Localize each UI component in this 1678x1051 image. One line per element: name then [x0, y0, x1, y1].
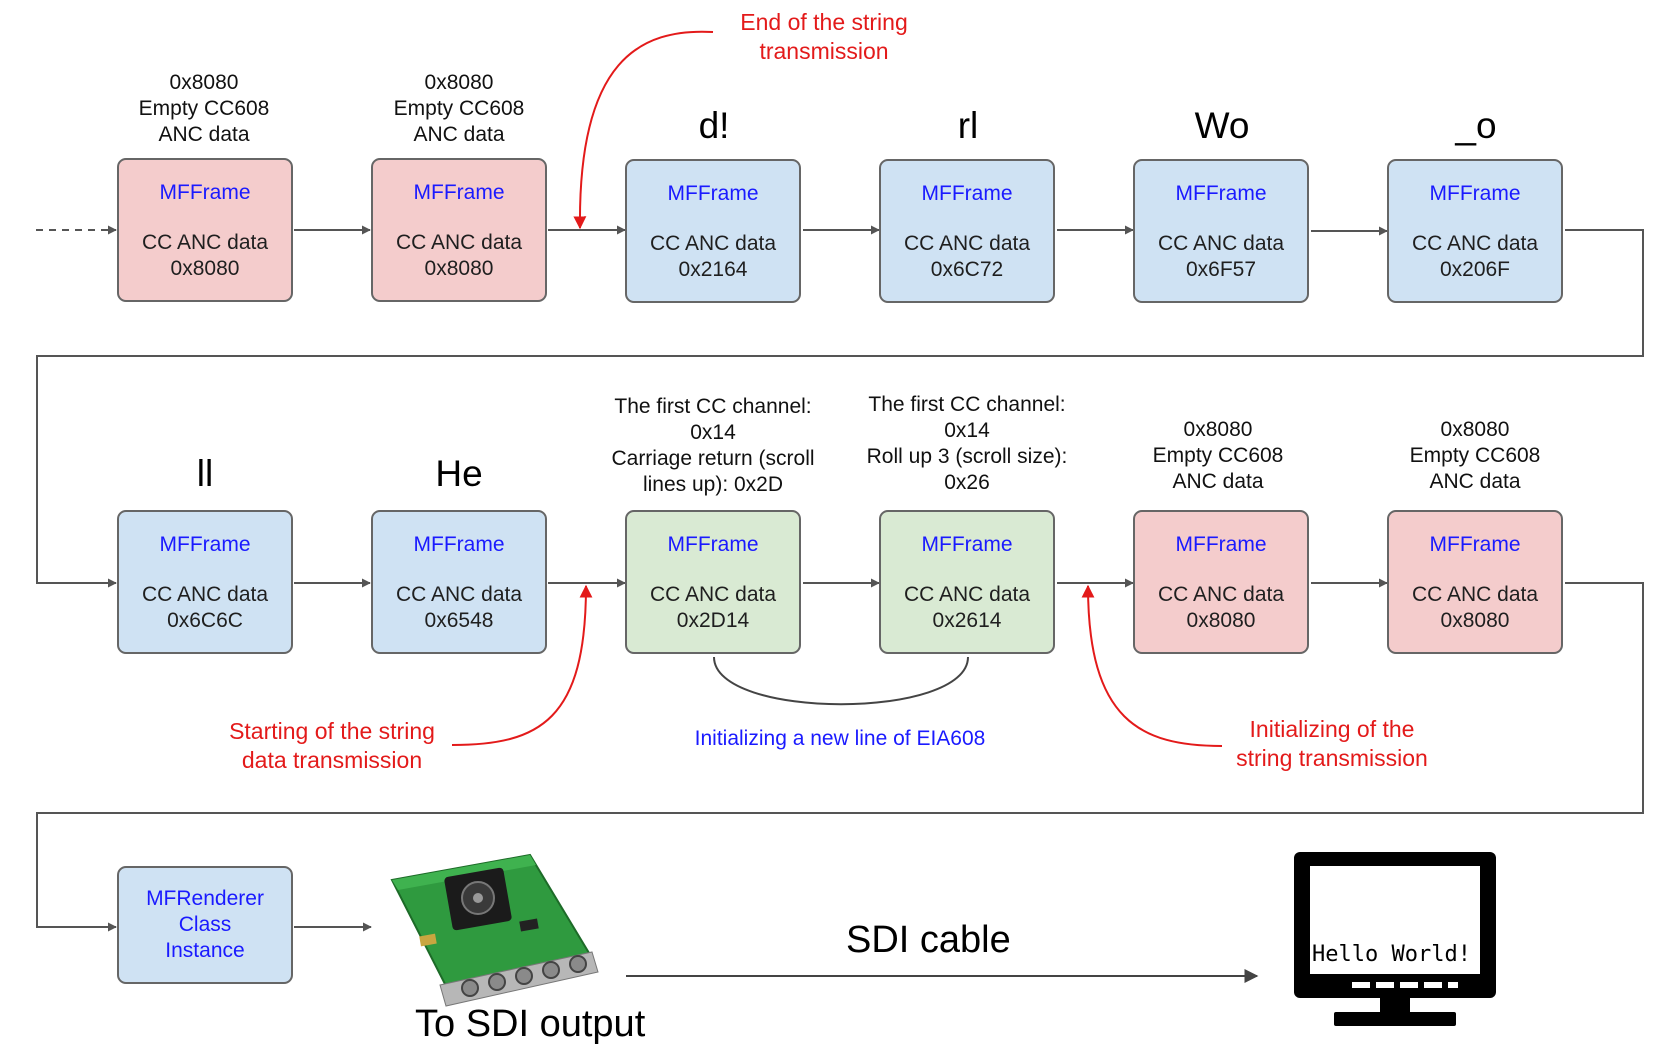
frame-line1: CC ANC data: [1157, 232, 1285, 255]
frame-title: MFFrame: [413, 533, 505, 556]
monitor-icon: [1294, 852, 1496, 1026]
note-init-transmission: Initializing of the string transmission: [1236, 716, 1428, 771]
note-new-line: Initializing a new line of EIA608: [694, 727, 986, 750]
frame-line1: CC ANC data: [903, 583, 1031, 606]
frame-line1: CC ANC data: [649, 232, 777, 255]
init-transmission-pointer: [1081, 584, 1223, 747]
sdi-card-icon: [390, 853, 599, 1007]
frame-value: 0x8080: [1186, 609, 1256, 632]
frame-value: 0x8080: [424, 257, 494, 280]
row1-caption-2: 0x8080 Empty CC608 ANC data: [393, 71, 525, 146]
frame-title: MFFrame: [159, 533, 251, 556]
row1-caption-1: 0x8080 Empty CC608 ANC data: [138, 71, 270, 146]
frame-box[interactable]: MFFrame CC ANC data 0x8080: [117, 158, 293, 302]
frame-title: MFFrame: [159, 181, 251, 204]
frame-line1: CC ANC data: [395, 231, 523, 254]
frame-line1: CC ANC data: [903, 232, 1031, 255]
frame-value: 0x2164: [678, 258, 748, 281]
row1-char-rl: rl: [957, 105, 979, 146]
monitor-screen-text: Hello World!: [1312, 942, 1471, 967]
frame-box[interactable]: MFFrame CC ANC data 0x206F: [1387, 159, 1563, 303]
frame-value: 0x6F57: [1185, 258, 1257, 281]
frame-title: MFFrame: [1429, 182, 1521, 205]
frame-value: 0x2614: [932, 609, 1002, 632]
row2-char-ll: ll: [196, 453, 214, 494]
frame-line1: CC ANC data: [1411, 232, 1539, 255]
frame-title: MFFrame: [1429, 533, 1521, 556]
renderer-line-1: MFRenderer: [146, 887, 264, 910]
frame-box[interactable]: MFFrame CC ANC data 0x2164: [625, 159, 801, 303]
note-start-transmission: Starting of the string data transmission: [229, 718, 435, 773]
row2-char-he: He: [435, 453, 483, 494]
frame-value: 0x6C72: [930, 258, 1004, 281]
end-transmission-pointer: [573, 30, 714, 230]
row1-char-d: d!: [698, 105, 730, 146]
frame-box[interactable]: MFFrame CC ANC data 0x6548: [371, 510, 547, 654]
frame-box[interactable]: MFFrame CC ANC data 0x8080: [1133, 510, 1309, 654]
frame-title: MFFrame: [1175, 182, 1267, 205]
row2-caption-empty-2: 0x8080 Empty CC608 ANC data: [1409, 418, 1541, 493]
frame-title: MFFrame: [1175, 533, 1267, 556]
frame-value: 0x8080: [170, 257, 240, 280]
sdi-cable-label: SDI cable: [846, 919, 1011, 961]
frame-box[interactable]: MFFrame CC ANC data 0x6C72: [879, 159, 1055, 303]
frame-box[interactable]: MFFrame CC ANC data 0x2614: [879, 510, 1055, 654]
frame-title: MFFrame: [667, 533, 759, 556]
frame-line1: CC ANC data: [141, 583, 269, 606]
frame-box[interactable]: MFFrame CC ANC data 0x8080: [371, 158, 547, 302]
frame-line1: CC ANC data: [1157, 583, 1285, 606]
frame-line1: CC ANC data: [395, 583, 523, 606]
row2-caption-carriage-return: The first CC channel: 0x14 Carriage retu…: [611, 395, 815, 496]
frame-value: 0x6548: [424, 609, 494, 632]
frame-title: MFFrame: [667, 182, 759, 205]
new-line-group-arc: [713, 656, 969, 706]
wrap-row1-row2: [36, 229, 1644, 588]
renderer-line-2: Class: [178, 913, 232, 936]
frame-value: 0x6C6C: [167, 609, 243, 632]
frame-value: 0x8080: [1440, 609, 1510, 632]
frame-line1: CC ANC data: [649, 583, 777, 606]
frame-box[interactable]: MFFrame CC ANC data 0x6C6C: [117, 510, 293, 654]
frame-value: 0x2D14: [676, 609, 750, 632]
row2-caption-empty-1: 0x8080 Empty CC608 ANC data: [1152, 418, 1284, 493]
sdi-output-label: To SDI output: [415, 1003, 646, 1045]
start-transmission-pointer: [451, 584, 593, 746]
frame-line1: CC ANC data: [1411, 583, 1539, 606]
frame-title: MFFrame: [413, 181, 505, 204]
frame-title: MFFrame: [921, 182, 1013, 205]
row1-char-wo: Wo: [1194, 105, 1250, 146]
row2-caption-roll-up: The first CC channel: 0x14 Roll up 3 (sc…: [866, 393, 1068, 494]
note-end-transmission: End of the string transmission: [740, 9, 908, 64]
frame-value: 0x206F: [1439, 258, 1511, 281]
frame-line1: CC ANC data: [141, 231, 269, 254]
wrap-row2-row3: [36, 582, 1644, 932]
row1-char-o: _o: [1455, 105, 1497, 146]
frame-box[interactable]: MFFrame CC ANC data 0x6F57: [1133, 159, 1309, 303]
frame-box[interactable]: MFFrame CC ANC data 0x8080: [1387, 510, 1563, 654]
frame-title: MFFrame: [921, 533, 1013, 556]
renderer-box[interactable]: MFRenderer Class Instance: [117, 866, 293, 984]
renderer-line-3: Instance: [165, 939, 245, 962]
frame-box[interactable]: MFFrame CC ANC data 0x2D14: [625, 510, 801, 654]
